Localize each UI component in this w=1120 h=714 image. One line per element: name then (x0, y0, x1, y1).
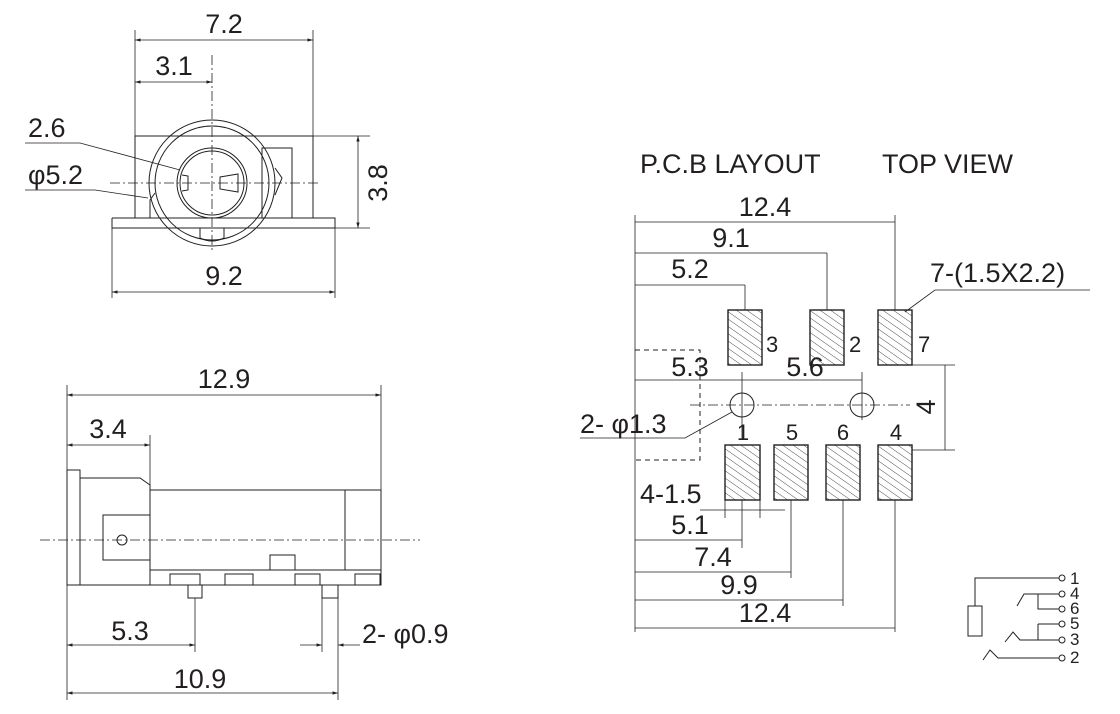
pad-label: 7 (918, 332, 930, 357)
pad-label: 2 (849, 332, 861, 357)
dim-hole-1: 5.3 (671, 352, 709, 382)
pad-1 (724, 444, 761, 501)
pad-spec: 7-(1.5X2.2) (930, 258, 1065, 288)
schematic-pin-label: 6 (1070, 599, 1079, 618)
dim-inner-diameter: 2.6 (28, 113, 66, 143)
dim-outer-diameter: φ5.2 (28, 160, 83, 190)
dim-length-total: 12.9 (198, 364, 251, 394)
dim-pin2-offset: 10.9 (174, 664, 227, 694)
dim-hole-2: 5.6 (786, 352, 824, 382)
pad-3 (727, 309, 763, 366)
dim-row-spacing: 4 (911, 399, 941, 414)
pad-5 (773, 444, 809, 501)
dim-width-total: 7.2 (205, 9, 243, 39)
schematic-pin-label: 5 (1070, 614, 1079, 633)
pcb-layout: P.C.B LAYOUT TOP VIEW 12.4 9.1 5.2 7-(1.… (580, 149, 1090, 632)
dim-pin1-offset: 5.3 (111, 616, 149, 646)
hole-spec: 2- φ1.3 (580, 409, 667, 439)
dim-bottom-3: 9.9 (720, 570, 758, 600)
dim-base-width: 9.2 (205, 261, 243, 291)
pad-6 (825, 444, 861, 501)
dim-center-offset: 3.1 (155, 51, 193, 81)
dim-bottom-4: 12.4 (739, 598, 792, 628)
schematic-pin-label: 1 (1070, 569, 1079, 588)
dim-top-2: 9.1 (712, 223, 750, 253)
mount-hole (729, 392, 755, 418)
pad-width-spec: 4-1.5 (640, 479, 702, 509)
dim-pin-diameter: 2- φ0.9 (362, 619, 449, 649)
dim-top-1: 12.4 (739, 192, 792, 222)
pin-schematic: 1 4 6 5 3 2 (967, 569, 1079, 667)
schematic-pin-label: 2 (1070, 648, 1079, 667)
pad-4 (877, 444, 913, 501)
pad-7 (877, 309, 913, 366)
dim-bottom-1: 5.1 (671, 510, 709, 540)
schematic-pin-label: 3 (1070, 630, 1079, 649)
dim-top-3: 5.2 (671, 254, 709, 284)
pcb-layout-title: P.C.B LAYOUT (640, 149, 821, 179)
pad-label: 1 (737, 420, 749, 445)
dim-height: 3.8 (363, 164, 393, 202)
front-view: 7.2 3.1 3.8 9.2 2.6 φ5.2 (25, 9, 393, 298)
mount-hole (849, 392, 875, 418)
side-view: 12.9 3.4 5.3 2- φ0.9 10.9 (40, 364, 449, 700)
schematic-pin-label: 4 (1070, 584, 1079, 603)
pad-2 (809, 309, 845, 366)
pad-label: 3 (766, 332, 778, 357)
pad-label: 6 (837, 420, 849, 445)
pad-label: 5 (786, 420, 798, 445)
pad-label: 4 (890, 420, 902, 445)
dim-front-offset: 3.4 (89, 414, 127, 444)
dim-bottom-2: 7.4 (694, 542, 732, 572)
top-view-title: TOP VIEW (882, 149, 1014, 179)
